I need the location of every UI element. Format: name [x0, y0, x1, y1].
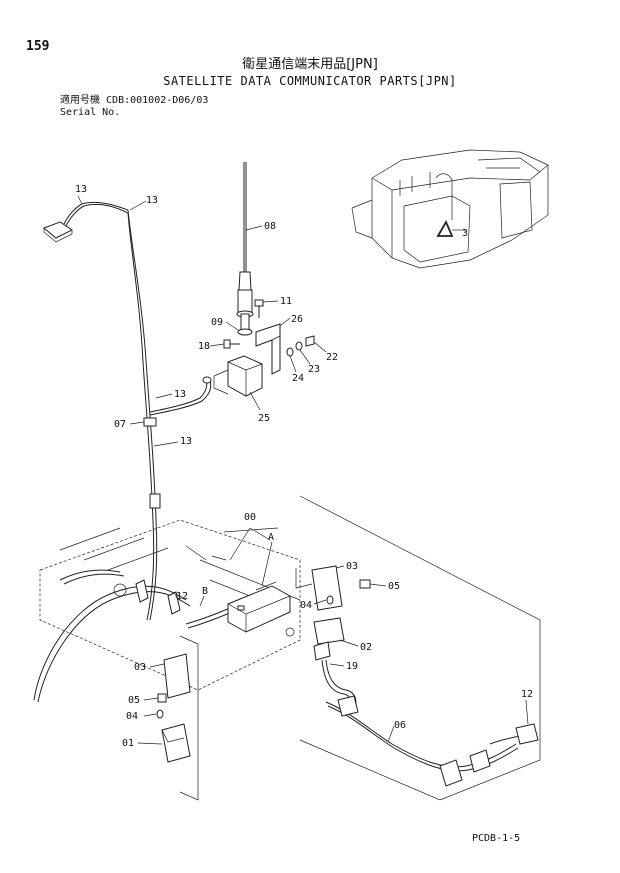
callout-A: A: [268, 532, 274, 543]
callout-B: B: [202, 586, 208, 597]
callout-24: 24: [292, 373, 304, 384]
antenna-assembly: 08 11 09 25 18 26 24 23 22: [198, 162, 338, 424]
callout-04b: 04: [126, 711, 138, 722]
callout-07: 07: [114, 419, 126, 430]
callout-13a: 13: [75, 184, 87, 195]
applicable-code: CDB:001002-D06/03: [106, 95, 209, 106]
callout-12a: 12: [176, 591, 188, 602]
callout-06: 06: [394, 720, 406, 731]
callout-03b: 03: [134, 662, 146, 673]
callout-11: 11: [280, 296, 292, 307]
callout-13c: 13: [174, 389, 186, 400]
callout-09: 09: [211, 317, 223, 328]
callout-05a: 05: [388, 581, 400, 592]
callout-22: 22: [326, 352, 338, 363]
callout-19: 19: [346, 661, 358, 672]
antenna-cable-harness: 13 13 13 07 13: [43, 184, 212, 621]
callout-08: 08: [264, 221, 276, 232]
callout-25: 25: [258, 413, 270, 424]
lower-bracket-group: 03 05 04 01: [122, 635, 199, 801]
detail-frame-a: 03 05 04 02 19 06 12: [295, 495, 541, 801]
communicator-controller-unit: 00 A: [185, 512, 291, 633]
callout-23: 23: [308, 364, 320, 375]
callout-04a: 04: [300, 600, 312, 611]
inset-callout-3: 3: [462, 228, 468, 239]
inset-machine-drawing: 3: [351, 149, 549, 269]
callout-13b: 13: [146, 195, 158, 206]
applicable-serial: 適用号機 CDB:001002-D06/03: [60, 96, 208, 106]
serial-label: Serial No.: [60, 107, 121, 118]
callout-26: 26: [291, 314, 303, 325]
callout-03a: 03: [346, 561, 358, 572]
callout-02: 02: [360, 642, 372, 653]
title-japanese: 衛星通信端末用品[JPN]: [242, 57, 378, 72]
callout-12b: 12: [521, 689, 533, 700]
callout-05b: 05: [128, 695, 140, 706]
applicable-label: 適用号機: [60, 95, 100, 106]
title-english: SATELLITE DATA COMMUNICATOR PARTS[JPN]: [163, 74, 457, 88]
callout-01: 01: [122, 738, 134, 749]
callout-13d: 13: [180, 436, 192, 447]
callout-18: 18: [198, 341, 210, 352]
page-number: 159: [26, 39, 50, 54]
callout-00: 00: [244, 512, 256, 523]
footer-page-code: PCDB-1-5: [472, 833, 521, 844]
